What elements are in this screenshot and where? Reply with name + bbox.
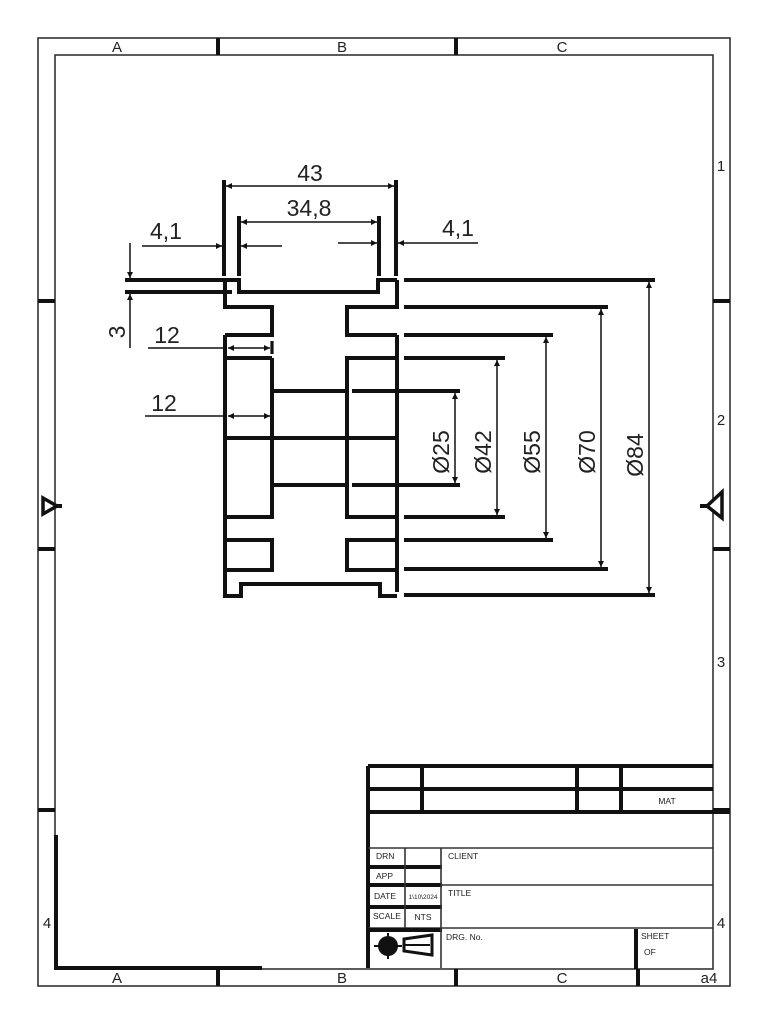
dim-step-height: 3	[104, 326, 130, 339]
dimension-text: 43 34,8 4,1 4,1 3 12 12 Ø25 Ø42 Ø55 Ø70 …	[104, 160, 648, 477]
svg-text:B: B	[337, 970, 347, 987]
client-label: CLIENT	[448, 851, 478, 861]
title-block: MAT DRN APP DATE 1\10\2024 SCALE NTS CLI…	[366, 764, 730, 969]
svg-text:C: C	[557, 970, 568, 987]
svg-text:A: A	[112, 970, 122, 987]
center-mark-right-icon	[704, 487, 724, 522]
sheet-label: SHEET	[641, 931, 669, 941]
sheet-border	[37, 37, 731, 987]
app-label: APP	[376, 871, 393, 881]
svg-text:a4: a4	[701, 970, 718, 987]
drn-label: DRN	[376, 851, 394, 861]
dim-dia-42: Ø42	[470, 430, 496, 473]
svg-text:4: 4	[43, 915, 51, 932]
dim-hub-width: 12	[151, 390, 177, 416]
date-label: DATE	[374, 891, 396, 901]
dimension-lines	[127, 183, 652, 593]
dim-overall-width: 43	[297, 160, 323, 186]
drg-no-label: DRG. No.	[446, 932, 483, 942]
svg-text:3: 3	[717, 654, 725, 671]
svg-text:A: A	[112, 39, 122, 56]
date-value: 1\10\2024	[409, 894, 438, 901]
dim-left-flange: 4,1	[150, 218, 182, 244]
mat-label: MAT	[658, 796, 675, 806]
zone-labels: A B C A B C 1 2 3 4 4 a4	[43, 39, 725, 987]
svg-text:B: B	[337, 39, 347, 56]
dim-dia-55: Ø55	[519, 430, 545, 473]
center-mark-left-icon	[41, 494, 61, 518]
svg-text:4: 4	[717, 915, 725, 932]
dim-dia-70: Ø70	[574, 430, 600, 473]
scale-value: NTS	[415, 912, 432, 922]
svg-text:2: 2	[717, 412, 725, 429]
svg-text:C: C	[557, 39, 568, 56]
part-section	[125, 180, 655, 598]
title-label: TITLE	[448, 888, 471, 898]
dim-inner-width: 34,8	[287, 195, 332, 221]
svg-text:1: 1	[717, 158, 725, 175]
dim-dia-25: Ø25	[428, 430, 454, 473]
scale-label: SCALE	[373, 911, 401, 921]
of-label: OF	[644, 947, 656, 957]
dim-groove-width: 12	[154, 322, 180, 348]
third-angle-projection-icon	[374, 933, 434, 959]
dim-dia-84: Ø84	[622, 433, 648, 477]
dim-right-flange: 4,1	[442, 215, 474, 241]
